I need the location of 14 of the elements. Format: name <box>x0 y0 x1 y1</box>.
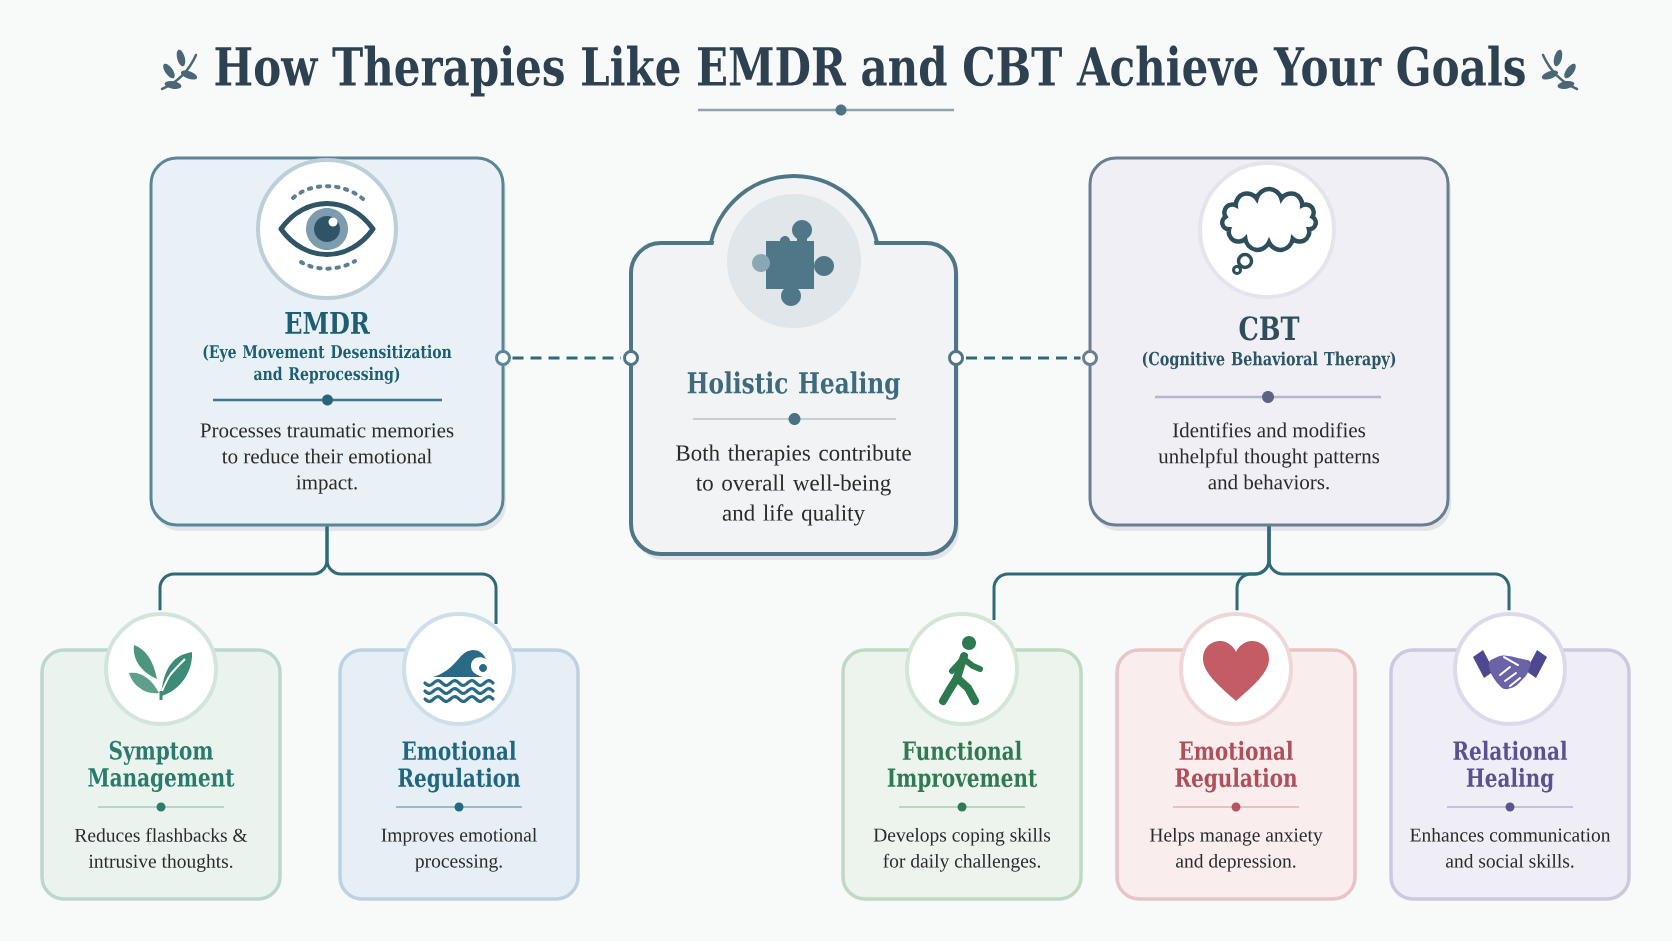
description: Helps manage anxiety and depression. <box>1149 827 1323 872</box>
connector <box>325 526 498 624</box>
description: Reduces flashbacks & intrusive thoughts. <box>74 827 248 872</box>
heading: Functional Improvement <box>887 740 1038 793</box>
heading: Emotional Regulation <box>1175 740 1298 793</box>
heading: Symptom Management <box>88 740 235 792</box>
description: Enhances communication and social skills. <box>1410 827 1611 868</box>
connector <box>1267 526 1511 611</box>
connector <box>966 356 1081 360</box>
heading: Emotional Regulation <box>398 740 521 793</box>
description: Develops coping skills for daily challenges. <box>873 827 1051 872</box>
title: How Therapies Like EMDR and CBT Achieve Your Goals <box>215 45 1525 97</box>
description: Improves emotional processing. <box>381 827 537 872</box>
heading: Relational Healing <box>1453 740 1568 793</box>
